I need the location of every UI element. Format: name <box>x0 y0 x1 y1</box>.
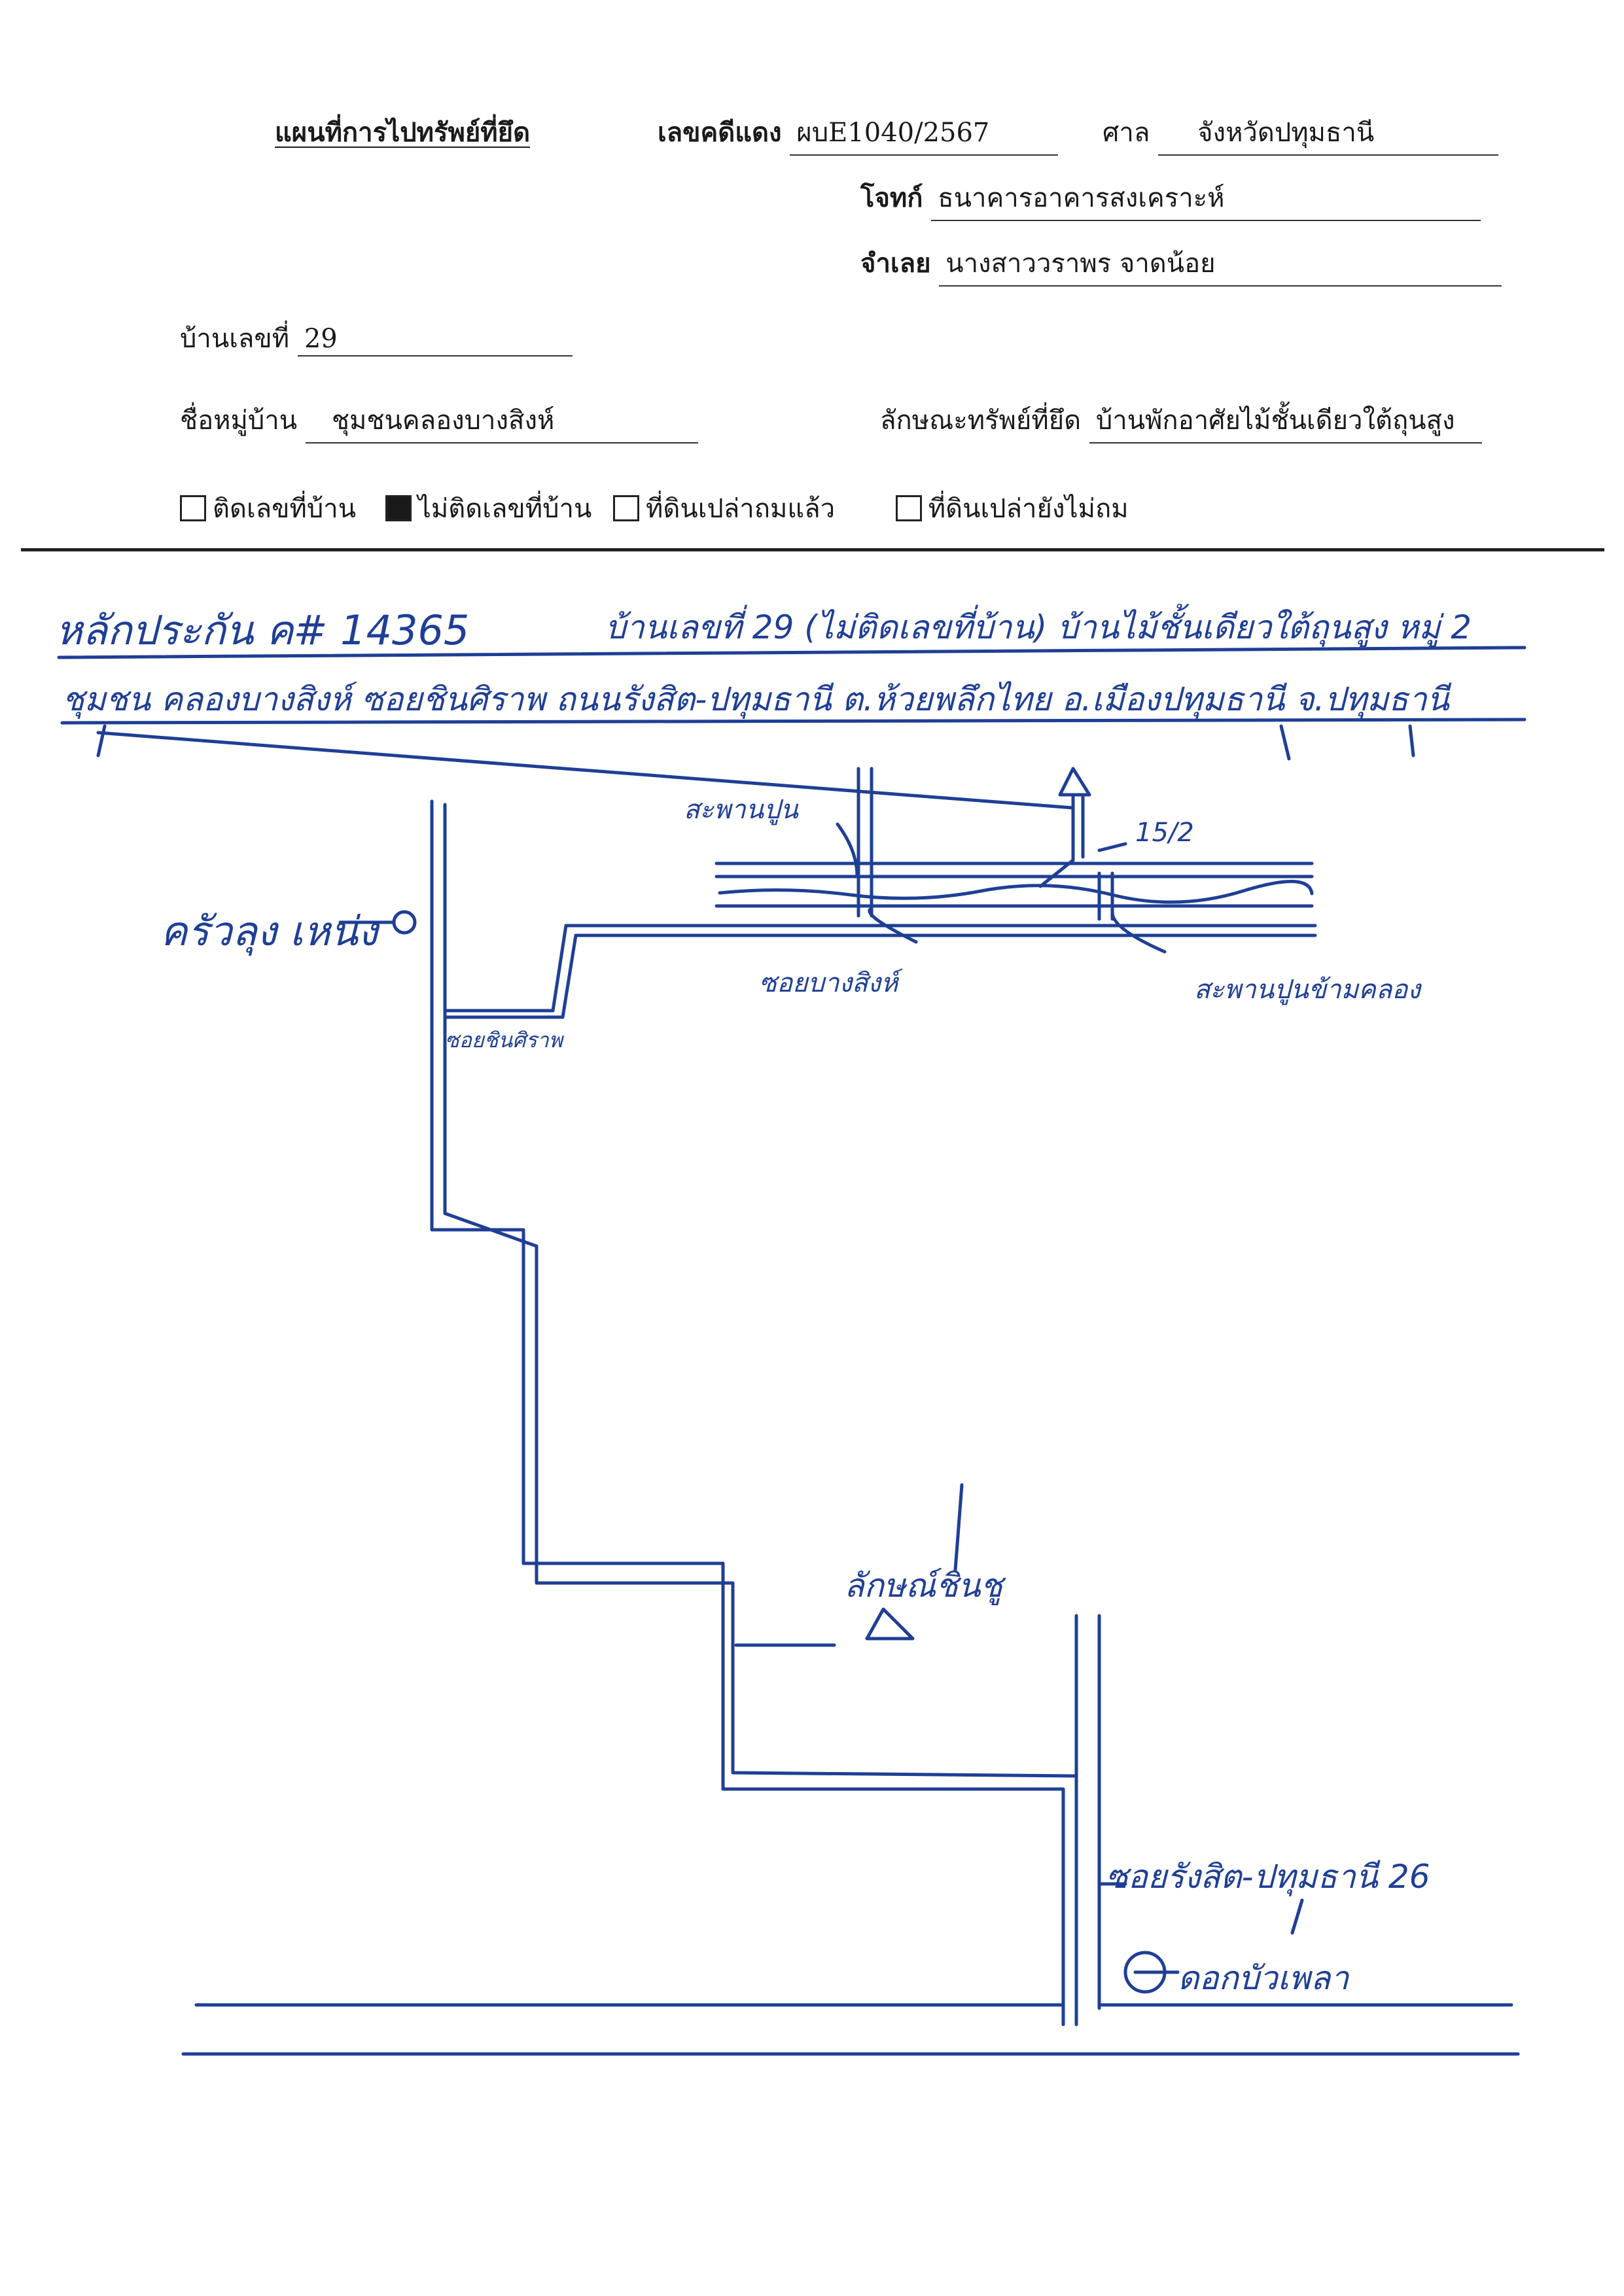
checkbox-filled-land[interactable]: ที่ดินเปล่าถมแล้ว <box>613 487 835 529</box>
house-number-row: บ้านเลขที่ 29 <box>180 317 573 359</box>
house-number-field: 29 <box>297 324 573 357</box>
checkbox-label: ไม่ติดเลขที่บ้าน <box>417 494 592 524</box>
checkbox-box[interactable] <box>385 495 412 521</box>
leader-tick-2 <box>1279 724 1291 761</box>
case-number-label: เลขคดีแดง <box>658 117 782 148</box>
hw-label-camp: ลักษณ์ชินชู <box>844 1567 1003 1605</box>
header-divider <box>21 548 1604 551</box>
defendant-label: จำเลย <box>860 248 931 279</box>
checkbox-house-number[interactable]: ติดเลขที่บ้าน <box>180 487 356 529</box>
hw-label-dokbuaphlao: ดอกบัวเพลา <box>1178 1959 1349 1997</box>
main-road-inner <box>443 803 1078 2026</box>
canal-wave <box>718 880 1314 904</box>
hw-collateral-number: หลักประกัน ค# 14365 <box>56 606 470 654</box>
arrow-canal <box>1038 858 1075 888</box>
court-row: ศาล จังหวัดปทุมธานี <box>1103 111 1499 156</box>
plaintiff-field: ธนาคารอาคารสงเคราะห์ <box>931 177 1481 221</box>
checkbox-label: ที่ดินเปล่าถมแล้ว <box>646 494 836 524</box>
handwriting-underline-2 <box>60 718 1527 725</box>
hw-label-15-2: 15/2 <box>1135 818 1194 848</box>
property-row: ลักษณะทรัพย์ที่ยึด บ้านพักอาศัยไม้ชั้นเด… <box>880 399 1482 444</box>
camp-triangle <box>865 1607 915 1641</box>
court-label: ศาล <box>1103 118 1150 148</box>
checkbox-unfilled-land[interactable]: ที่ดินเปล่ายังไม่ถม <box>895 487 1129 529</box>
house-marker-triangle <box>1058 767 1091 797</box>
house-number-label: บ้านเลขที่ <box>180 324 290 354</box>
court-field: จังหวัดปทุมธานี <box>1158 111 1499 156</box>
case-number-field: ผบE1040/2567 <box>790 111 1059 156</box>
checkbox-label: ที่ดินเปล่ายังไม่ถม <box>928 494 1129 524</box>
plaintiff-label: โจทก์ <box>860 183 923 213</box>
arrow-15-2 <box>1097 842 1127 852</box>
leader-tick-1 <box>96 724 107 757</box>
checkbox-box[interactable] <box>180 495 206 521</box>
leader-line-main <box>96 731 1075 810</box>
callout-bridge-top <box>836 822 859 878</box>
family-marker-circle <box>392 910 417 935</box>
callout-soi-bangsing <box>868 907 918 944</box>
checkbox-no-house-number[interactable]: ไม่ติดเลขที่บ้าน <box>385 487 592 529</box>
main-road-outer <box>430 799 1065 2026</box>
soi-chinsiraporn-top-inner <box>443 933 1317 1019</box>
handwriting-underline-1 <box>57 646 1527 659</box>
form-title: แผนที่การไปทรัพย์ที่ยึด <box>275 117 531 148</box>
defendant-row: จำเลย นางสาววราพร จาดน้อย <box>860 242 1502 287</box>
callout-bridge-canal <box>1110 911 1167 954</box>
defendant-field: นางสาววราพร จาดน้อย <box>939 242 1502 287</box>
hw-label-bridge-top: สะพานปูน <box>684 795 798 825</box>
checkbox-box[interactable] <box>613 495 640 521</box>
village-field: ชุมชนคลองบางสิงห์ <box>305 399 698 444</box>
hw-label-soi-rangsit-26: ซอยรังสิต-ปทุมธานี 26 <box>1106 1858 1430 1896</box>
leader-tick-3 <box>1408 724 1415 757</box>
hw-label-soi-bangsing: ซอยบางสิงห์ <box>759 968 898 998</box>
dokbuaphlao-flag <box>1290 1898 1304 1935</box>
hw-label-family: ครัวลุง เหน่ง <box>160 907 378 955</box>
village-label: ชื่อหมู่บ้าน <box>180 406 298 436</box>
village-row: ชื่อหมู่บ้าน ชุมชนคลองบางสิงห์ <box>180 399 698 444</box>
checkbox-box[interactable] <box>895 495 922 521</box>
case-number-row: เลขคดีแดง ผบE1040/2567 <box>658 111 1059 156</box>
property-label: ลักษณะทรัพย์ที่ยึด <box>880 406 1082 436</box>
hw-address-line: ชุมชน คลองบางสิงห์ ซอยชินศิราพ ถนนรังสิต… <box>62 680 1449 718</box>
soi-chinsiraporn-top-outer <box>443 924 1317 1013</box>
checkbox-label: ติดเลขที่บ้าน <box>213 494 357 524</box>
camp-flag-pole <box>953 1483 964 1572</box>
checkbox-row: ติดเลขที่บ้าน ไม่ติดเลขที่บ้าน ที่ดินเปล… <box>180 487 1129 529</box>
plaintiff-row: โจทก์ ธนาคารอาคารสงเคราะห์ <box>860 177 1481 221</box>
hw-house-description: บ้านเลขที่ 29 (ไม่ติดเลขที่บ้าน) บ้านไม้… <box>605 608 1472 646</box>
property-field: บ้านพักอาศัยไม้ชั้นเดียวใต้ถุนสูง <box>1089 399 1482 444</box>
hw-label-bridge-canal: สะพานปูนข้ามคลอง <box>1194 975 1421 1005</box>
hw-label-soi-chinsiraporn: ซอยชินศิราพ <box>445 1028 563 1052</box>
